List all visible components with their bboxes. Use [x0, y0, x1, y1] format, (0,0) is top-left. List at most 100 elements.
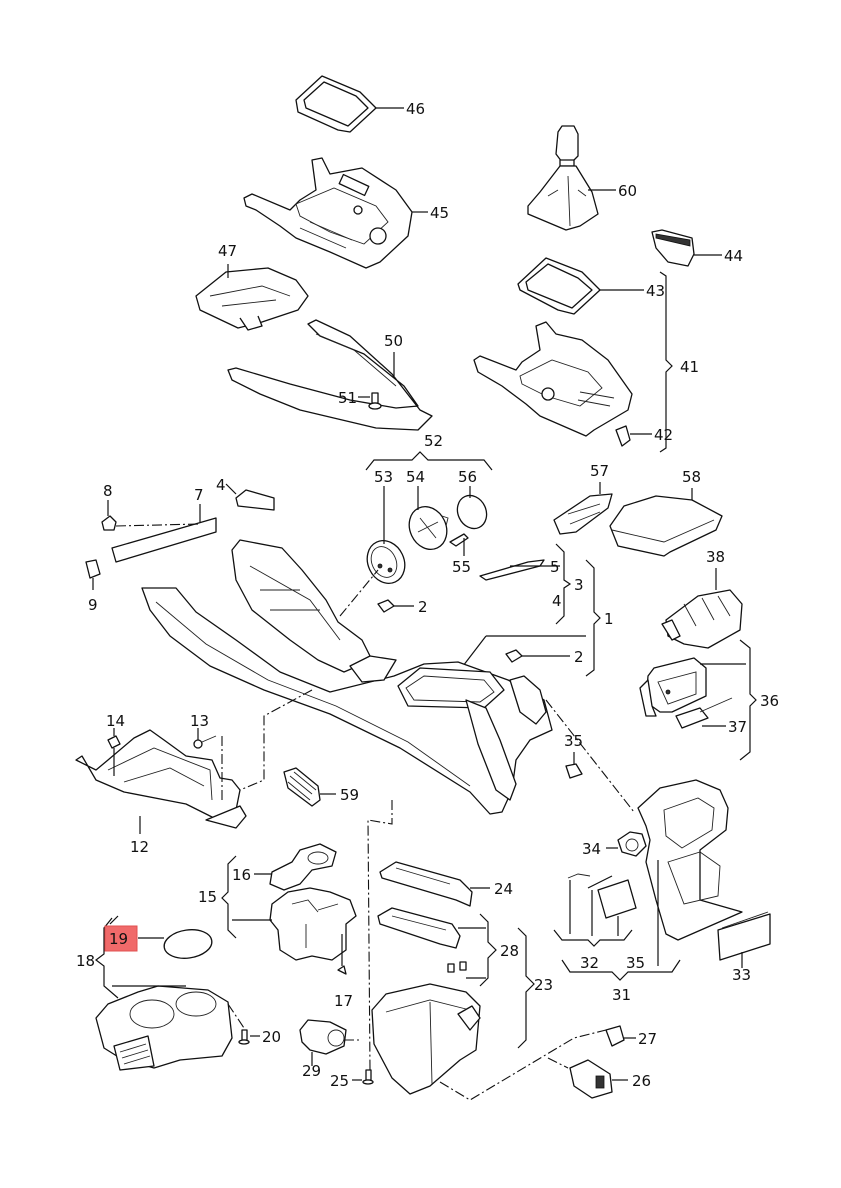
- part-1-center-console[interactable]: [141, 539, 553, 815]
- callout-54[interactable]: 54: [406, 468, 425, 486]
- callout-52[interactable]: 52: [424, 432, 443, 450]
- part-18-cup-holder-housing[interactable]: [95, 985, 233, 1071]
- part-16-cup-holder-insert[interactable]: [269, 843, 337, 891]
- part-25-screw[interactable]: [362, 1069, 374, 1085]
- part-15-cup-holder[interactable]: [269, 887, 357, 961]
- callout-46[interactable]: 46: [406, 100, 425, 118]
- callout-55[interactable]: 55: [452, 558, 471, 576]
- part-44-switch[interactable]: [651, 229, 695, 267]
- part-54-holder[interactable]: [402, 500, 453, 555]
- callout-20[interactable]: 20: [262, 1028, 281, 1046]
- part-19-seal-ring[interactable]: [162, 927, 213, 961]
- part-51-screw[interactable]: [368, 392, 382, 410]
- part-17-screw[interactable]: [337, 965, 347, 975]
- part-38-rear-vent[interactable]: [661, 589, 743, 649]
- callout-47[interactable]: 47: [218, 242, 237, 260]
- part-46-trim-frame[interactable]: [295, 75, 377, 133]
- callout-19[interactable]: 19: [109, 930, 128, 948]
- callout-58[interactable]: 58: [682, 468, 701, 486]
- callout-3[interactable]: 3: [574, 576, 584, 594]
- part-41-shifter-surround[interactable]: [473, 321, 633, 437]
- callout-25[interactable]: 25: [330, 1072, 349, 1090]
- callout-16[interactable]: 16: [232, 866, 251, 884]
- part-24-bracket[interactable]: [379, 861, 473, 907]
- callout-45[interactable]: 45: [430, 204, 449, 222]
- part-42-clip[interactable]: [615, 425, 631, 447]
- callout-12[interactable]: 12: [130, 838, 149, 856]
- part-28-bracket[interactable]: [377, 907, 467, 973]
- callout-2b[interactable]: 2: [574, 648, 584, 666]
- part-34-socket[interactable]: [617, 831, 647, 857]
- callout-13[interactable]: 13: [190, 712, 209, 730]
- part-2-clip-nut[interactable]: [377, 599, 395, 613]
- part-47-bracket[interactable]: [195, 267, 309, 331]
- callout-56[interactable]: 56: [458, 468, 477, 486]
- part-37-insert[interactable]: [675, 697, 733, 729]
- callout-29[interactable]: 29: [302, 1062, 321, 1080]
- part-35-clip[interactable]: [565, 763, 583, 779]
- part-43-trim-frame[interactable]: [517, 257, 601, 315]
- callout-14[interactable]: 14: [106, 712, 125, 730]
- callout-51[interactable]: 51: [338, 389, 357, 407]
- part-14-nut[interactable]: [107, 735, 121, 749]
- callout-43[interactable]: 43: [646, 282, 665, 300]
- part-13-screw[interactable]: [193, 735, 217, 749]
- callout-32[interactable]: 32: [580, 954, 599, 972]
- callout-9[interactable]: 9: [88, 596, 98, 614]
- callout-31[interactable]: 31: [612, 986, 631, 1004]
- callout-50[interactable]: 50: [384, 332, 403, 350]
- callout-5[interactable]: 5: [550, 558, 560, 576]
- part-9-clip[interactable]: [85, 559, 101, 579]
- callout-4b[interactable]: 4: [552, 592, 562, 610]
- part-45-mmi-control-panel[interactable]: [243, 157, 413, 269]
- callout-53[interactable]: 53: [374, 468, 393, 486]
- callout-38[interactable]: 38: [706, 548, 725, 566]
- part-2-clip-nut-b[interactable]: [505, 649, 523, 663]
- part-23-storage-box[interactable]: [371, 983, 481, 1095]
- callout-42[interactable]: 42: [654, 426, 673, 444]
- callout-23[interactable]: 23: [534, 976, 553, 994]
- part-29-actuator[interactable]: [299, 1019, 347, 1055]
- callout-17[interactable]: 17: [334, 992, 353, 1010]
- part-8-clip[interactable]: [101, 515, 117, 531]
- part-26-usb-socket[interactable]: [569, 1059, 613, 1099]
- callout-35b[interactable]: 35: [626, 954, 645, 972]
- callout-33[interactable]: 33: [732, 966, 751, 984]
- part-55-screw[interactable]: [449, 533, 469, 547]
- callout-27[interactable]: 27: [638, 1030, 657, 1048]
- callout-36[interactable]: 36: [760, 692, 779, 710]
- callout-7[interactable]: 7: [194, 486, 204, 504]
- callout-37[interactable]: 37: [728, 718, 747, 736]
- part-58-armrest-lid[interactable]: [609, 495, 723, 557]
- callout-59[interactable]: 59: [340, 786, 359, 804]
- callout-18[interactable]: 18: [76, 952, 95, 970]
- callout-28[interactable]: 28: [500, 942, 519, 960]
- part-12-bracket[interactable]: [75, 729, 247, 829]
- part-5-trim-strip[interactable]: [479, 559, 545, 581]
- callout-15[interactable]: 15: [198, 888, 217, 906]
- part-57-switch-panel[interactable]: [553, 493, 613, 535]
- part-60-gear-boot[interactable]: [527, 125, 599, 231]
- part-36-ashtray[interactable]: [639, 657, 707, 717]
- callout-41[interactable]: 41: [680, 358, 699, 376]
- part-4-clip[interactable]: [235, 489, 275, 511]
- part-33-cover[interactable]: [717, 911, 771, 961]
- part-56-cover[interactable]: [452, 491, 492, 534]
- part-59-pad[interactable]: [283, 767, 321, 807]
- callout-26[interactable]: 26: [632, 1072, 651, 1090]
- part-20-screw[interactable]: [238, 1029, 250, 1045]
- part-31-rear-panel[interactable]: [637, 779, 743, 941]
- callout-44[interactable]: 44: [724, 247, 743, 265]
- callout-57[interactable]: 57: [590, 462, 609, 480]
- part-53-pad[interactable]: [360, 534, 411, 589]
- callout-60[interactable]: 60: [618, 182, 637, 200]
- callout-34[interactable]: 34: [582, 840, 601, 858]
- callout-4a[interactable]: 4: [216, 476, 226, 494]
- callout-8[interactable]: 8: [103, 482, 113, 500]
- part-50-side-trim[interactable]: [227, 319, 433, 431]
- callout-35a[interactable]: 35: [564, 732, 583, 750]
- callout-24[interactable]: 24: [494, 880, 513, 898]
- part-27-cover[interactable]: [605, 1025, 625, 1047]
- callout-2a[interactable]: 2: [418, 598, 428, 616]
- callout-1[interactable]: 1: [604, 610, 614, 628]
